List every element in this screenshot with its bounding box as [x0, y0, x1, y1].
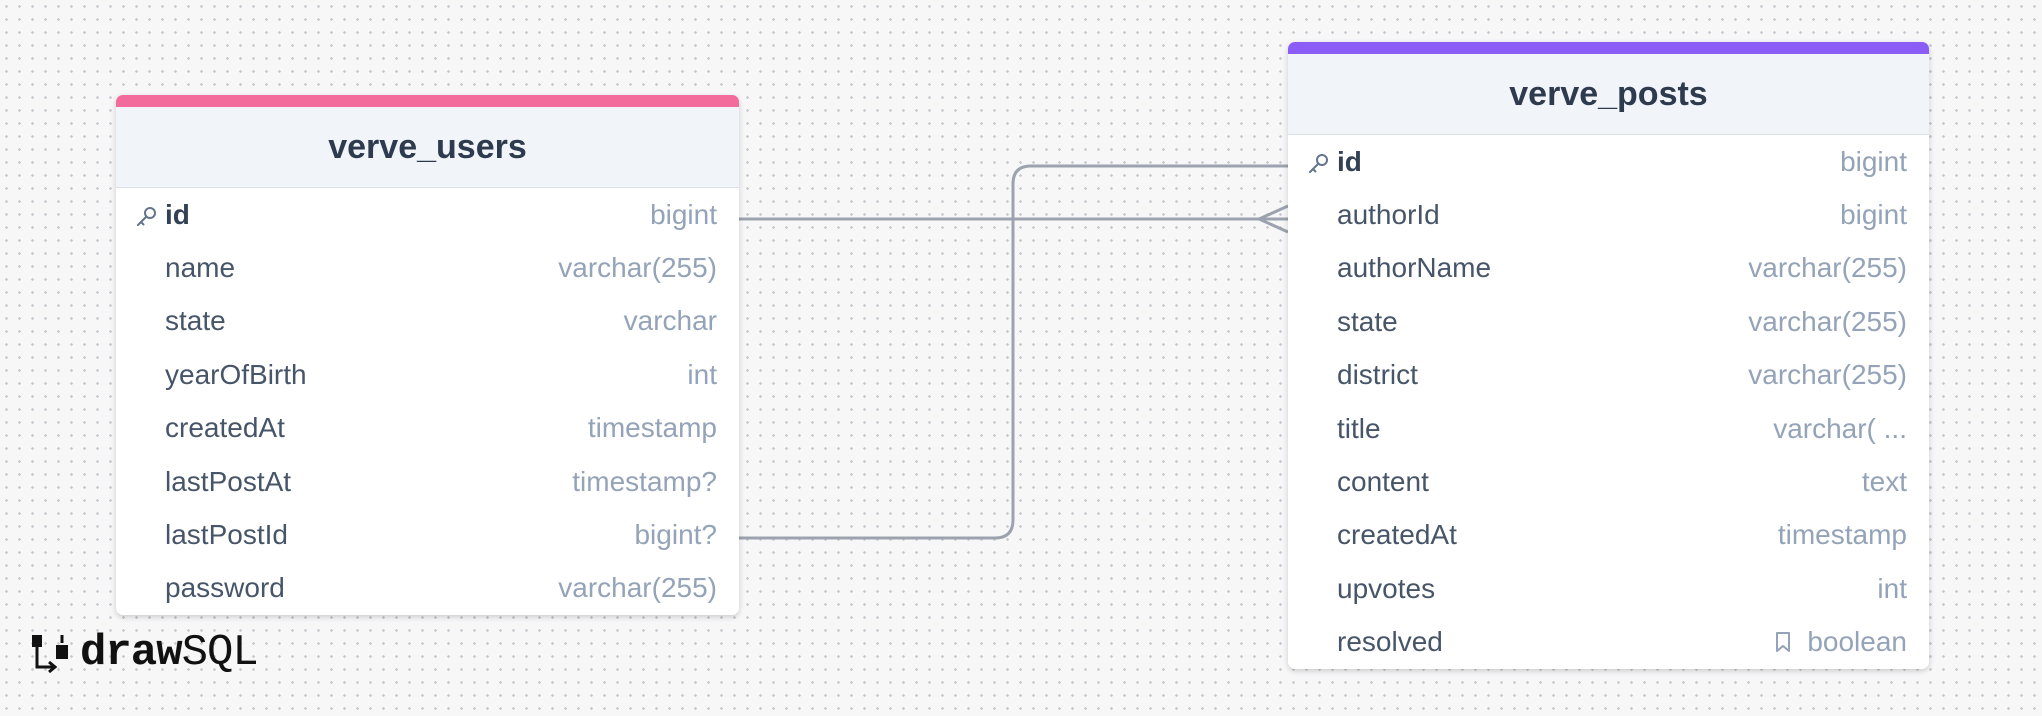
column-type-label: bigint — [1840, 145, 1907, 177]
column-name: lastPostAt — [165, 465, 292, 497]
column-type: varchar(255) — [1748, 306, 1907, 338]
column-type-label: boolean — [1807, 626, 1907, 658]
bookmark-icon[interactable] — [1773, 631, 1793, 653]
column-type-label: varchar(255) — [558, 252, 717, 284]
drawsql-logo-icon — [32, 635, 68, 674]
column-row-title[interactable]: title varchar( ... — [1288, 402, 1929, 455]
column-type-label: int — [1877, 572, 1907, 604]
table-title[interactable]: verve_users — [116, 107, 739, 188]
column-row-resolved[interactable]: resolved boolean — [1288, 616, 1929, 669]
column-row-id[interactable]: id bigint — [116, 188, 739, 241]
column-type: int — [1877, 573, 1907, 605]
column-row-lastpostat[interactable]: lastPostAt timestamp? — [116, 455, 739, 508]
column-type: bigint — [650, 199, 717, 231]
column-type-label: varchar(255) — [1748, 252, 1907, 284]
column-name: createdAt — [1337, 519, 1457, 551]
column-list: id bigint authorId bigint authorName varchar(… — [1288, 135, 1929, 669]
column-name: name — [165, 252, 236, 284]
column-type: bigint? — [634, 519, 717, 551]
column-type-label: varchar( ... — [1773, 412, 1907, 444]
column-type: timestamp — [1778, 519, 1907, 551]
column-name: yearOfBirth — [165, 358, 307, 390]
column-name: password — [165, 572, 285, 604]
column-name: createdAt — [165, 412, 285, 444]
table-accent-bar — [1288, 42, 1929, 54]
column-list: id bigint name varchar(255) state varchar year… — [116, 188, 739, 615]
table-accent-bar — [116, 95, 739, 107]
column-name: id — [165, 198, 190, 230]
column-row-createdat[interactable]: createdAt timestamp — [116, 402, 739, 455]
crowfoot-many-marker — [1255, 204, 1289, 234]
column-type: timestamp? — [572, 466, 717, 498]
column-name: upvotes — [1337, 572, 1436, 604]
key-icon — [1309, 153, 1328, 173]
column-row-state[interactable]: state varchar — [116, 295, 739, 348]
column-type: int — [687, 359, 717, 391]
column-type-label: timestamp — [1777, 519, 1907, 551]
column-type-label: varchar(255) — [1748, 305, 1907, 337]
relationship-users-lastpostid-to-posts-id[interactable] — [739, 164, 1288, 540]
column-type-label: varchar(255) — [558, 572, 717, 604]
column-type: varchar — [624, 305, 717, 337]
column-type-label: text — [1861, 466, 1907, 498]
column-name: authorName — [1337, 252, 1492, 284]
column-row-district[interactable]: district varchar(255) — [1288, 349, 1929, 402]
column-type-label: timestamp? — [572, 465, 717, 497]
column-row-lastpostid[interactable]: lastPostId bigint? — [116, 508, 739, 561]
column-row-state[interactable]: state varchar(255) — [1288, 295, 1929, 348]
column-row-yearofbirth[interactable]: yearOfBirth int — [116, 348, 739, 401]
column-type: varchar(255) — [558, 252, 717, 284]
column-type-label: bigint — [650, 198, 717, 230]
column-name: lastPostId — [165, 519, 288, 551]
column-name: resolved — [1337, 626, 1443, 658]
column-name: title — [1337, 412, 1381, 444]
column-name: authorId — [1337, 199, 1440, 231]
column-name: content — [1337, 466, 1429, 498]
key-icon — [137, 206, 156, 226]
table-title[interactable]: verve_posts — [1288, 54, 1929, 135]
column-type: bigint — [1840, 146, 1907, 178]
column-name: district — [1337, 359, 1418, 391]
column-row-createdat[interactable]: createdAt timestamp — [1288, 509, 1929, 562]
column-row-content[interactable]: content text — [1288, 455, 1929, 508]
column-type: varchar(255) — [1748, 252, 1907, 284]
column-name: state — [1337, 305, 1398, 337]
column-type-label: varchar(255) — [1748, 359, 1907, 391]
column-type: varchar(255) — [558, 572, 717, 604]
brand-text-light: SQL — [181, 628, 259, 678]
column-type: bigint — [1840, 199, 1907, 231]
column-row-upvotes[interactable]: upvotes int — [1288, 562, 1929, 615]
column-row-authorname[interactable]: authorName varchar(255) — [1288, 242, 1929, 295]
column-name: state — [165, 305, 226, 337]
column-name: id — [1337, 145, 1362, 177]
column-row-password[interactable]: password varchar(255) — [116, 562, 739, 615]
brand-text-bold: draw — [80, 628, 183, 678]
column-row-id[interactable]: id bigint — [1288, 135, 1929, 188]
column-type-label: timestamp — [587, 412, 717, 444]
column-type-label: bigint? — [634, 519, 717, 551]
column-row-name[interactable]: name varchar(255) — [116, 241, 739, 294]
column-type-label: varchar — [623, 305, 717, 337]
table-verve-users[interactable]: verve_users id bigint name varchar(255) stat… — [116, 95, 739, 616]
column-type: varchar( ... — [1773, 413, 1907, 445]
column-type: boolean — [1773, 626, 1907, 658]
column-type-label: bigint — [1840, 199, 1907, 231]
column-type: varchar(255) — [1748, 359, 1907, 391]
column-type-label: int — [687, 358, 717, 390]
column-type: text — [1862, 466, 1907, 498]
column-row-authorid[interactable]: authorId bigint — [1288, 188, 1929, 241]
column-type: timestamp — [588, 412, 717, 444]
